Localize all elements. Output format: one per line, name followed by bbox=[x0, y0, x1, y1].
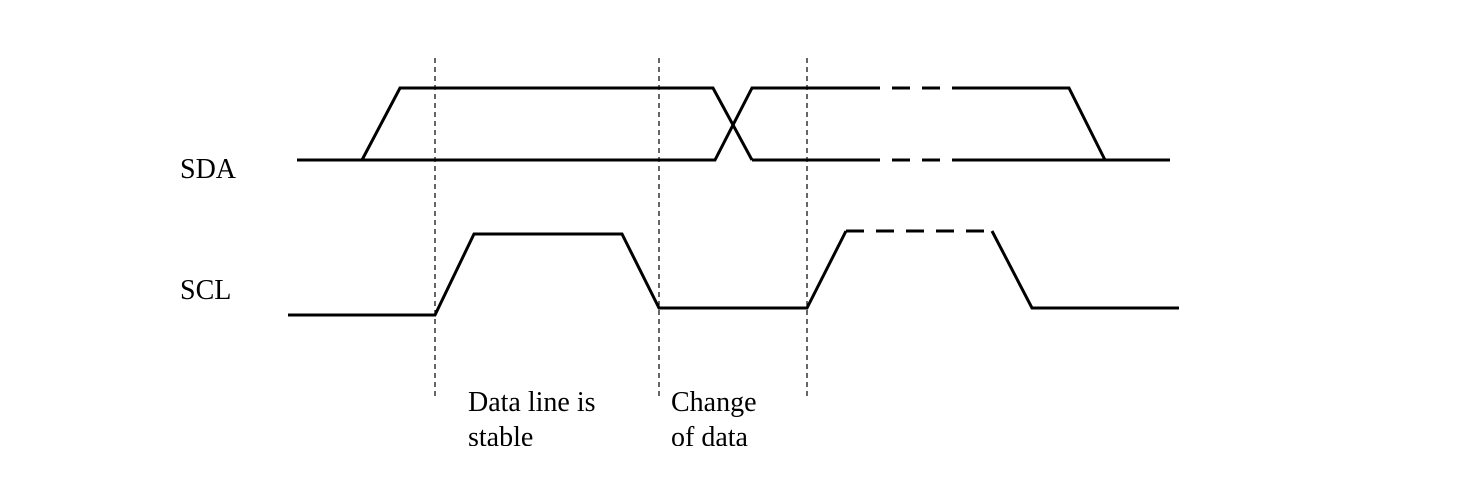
stable-annotation-line1: Data line is bbox=[468, 387, 596, 418]
sda-high-bit bbox=[360, 86, 754, 161]
change-annotation-line1: Change bbox=[671, 387, 757, 418]
stable-annotation-line2: stable bbox=[468, 422, 533, 453]
scl-second-fall bbox=[990, 230, 1179, 310]
sda-waveform bbox=[297, 86, 1170, 162]
change-annotation-line2: of data bbox=[671, 422, 749, 453]
scl-label: SCL bbox=[180, 275, 231, 306]
scl-waveform bbox=[288, 229, 1179, 317]
sda-low-bit bbox=[362, 86, 862, 162]
sda-high-end bbox=[966, 86, 1107, 161]
sda-label: SDA bbox=[180, 154, 237, 185]
scl-first-pulse bbox=[288, 230, 848, 317]
